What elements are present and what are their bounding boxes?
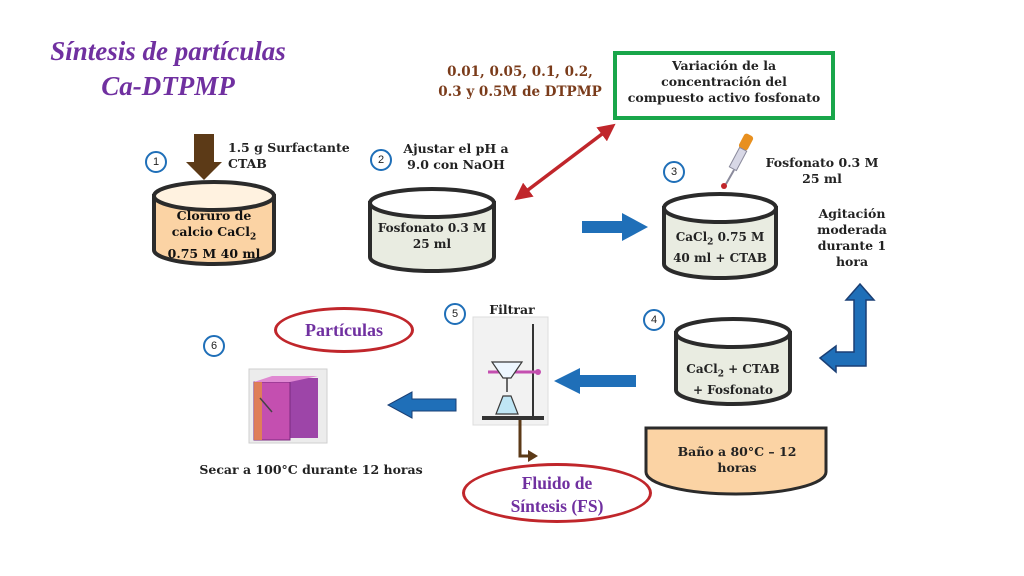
container-4-line-2: + Fosfonato bbox=[692, 383, 774, 398]
heating-bath bbox=[644, 426, 828, 496]
step-number-6: 6 bbox=[203, 335, 225, 357]
variation-double-arrow bbox=[514, 123, 616, 201]
variation-line-3: compuesto activo fosfonato bbox=[627, 90, 821, 105]
container-4 bbox=[674, 317, 792, 406]
container-1 bbox=[152, 180, 276, 266]
variation-line-1: Variación de la bbox=[671, 58, 777, 73]
dropper-label: Fosfonato 0.3 M 25 ml bbox=[752, 155, 892, 187]
container-3-label: CaCl2 0.75 M 40 ml + CTAB bbox=[664, 229, 776, 266]
arrow-to-oven bbox=[386, 391, 457, 419]
bath-line-2: horas bbox=[717, 460, 757, 475]
container-2 bbox=[368, 187, 496, 273]
variation-box bbox=[613, 51, 835, 120]
step-number-3: 3 bbox=[663, 161, 685, 183]
step-number-2: 2 bbox=[370, 149, 392, 171]
ph-note-line-1: Ajustar el pH a bbox=[403, 141, 509, 156]
page-title: Síntesis de partículas Ca-DTPMP bbox=[18, 34, 318, 104]
filtration-apparatus bbox=[472, 316, 549, 426]
particles-ellipse: Partículas bbox=[274, 307, 414, 353]
surfactant-arrow bbox=[186, 134, 222, 180]
concentration-line-1: 0.01, 0.05, 0.1, 0.2, bbox=[447, 64, 593, 80]
container-1-line-2: calcio CaCl2 bbox=[171, 224, 257, 243]
step-number-4: 4 bbox=[643, 309, 665, 331]
drying-label: Secar a 100°C durante 12 horas bbox=[199, 462, 423, 477]
stirring-line-3: durante 1 bbox=[817, 238, 887, 253]
step-number-1: 1 bbox=[145, 151, 167, 173]
container-1-line-3: 0.75 M 40 ml bbox=[167, 245, 261, 261]
bath-line-1: Baño a 80°C – 12 bbox=[677, 444, 797, 459]
surfactant-line-2: CTAB bbox=[228, 156, 267, 171]
container-3-line-1: CaCl2 0.75 M bbox=[675, 230, 765, 248]
container-2-label: Fosfonato 0.3 M 25 ml bbox=[370, 220, 494, 252]
surfactant-line-1: 1.5 g Surfactante bbox=[228, 140, 350, 155]
stirring-line-2: moderada bbox=[817, 222, 887, 237]
variation-text: Variación de la concentración del compue… bbox=[617, 58, 831, 106]
dropper-line-2: 25 ml bbox=[802, 171, 842, 186]
container-3 bbox=[662, 192, 778, 280]
title-line-1: Síntesis de partículas bbox=[50, 36, 286, 66]
oven-icon bbox=[248, 368, 328, 444]
stirring-line-4: hora bbox=[835, 254, 869, 269]
stirring-label: Agitación moderada durante 1 hora bbox=[800, 206, 904, 270]
bath-label: Baño a 80°C – 12 horas bbox=[662, 444, 812, 476]
concentration-line-2: 0.3 y 0.5M de DTPMP bbox=[438, 84, 602, 100]
ph-note-line-2: 9.0 con NaOH bbox=[407, 157, 505, 172]
variation-line-2: concentración del bbox=[661, 74, 787, 89]
concentration-values: 0.01, 0.05, 0.1, 0.2, 0.3 y 0.5M de DTPM… bbox=[420, 62, 620, 102]
ph-adjust-note: Ajustar el pH a 9.0 con NaOH bbox=[386, 141, 526, 173]
container-1-line-1: Cloruro de bbox=[176, 208, 252, 223]
synthesis-fluid-ellipse: Fluido de Síntesis (FS) bbox=[462, 463, 652, 523]
title-line-2: Ca-DTPMP bbox=[101, 71, 235, 101]
container-4-line-1: CaCl2 + CTAB bbox=[686, 362, 780, 380]
container-2-line-2: 25 ml bbox=[412, 237, 452, 251]
arrow-to-step-3 bbox=[582, 213, 648, 241]
arrow-to-filter bbox=[554, 368, 636, 394]
fluid-line-2: Síntesis (FS) bbox=[510, 496, 604, 516]
surfactant-label: 1.5 g Surfactante CTAB bbox=[228, 140, 350, 172]
container-4-label: CaCl2 + CTAB + Fosfonato bbox=[676, 361, 790, 398]
stirring-line-1: Agitación bbox=[818, 206, 886, 221]
fluid-line-1: Fluido de bbox=[521, 473, 593, 493]
fluid-arrow bbox=[518, 420, 530, 458]
container-3-line-2: 40 ml + CTAB bbox=[673, 251, 767, 266]
filter-label: Filtrar bbox=[489, 302, 535, 317]
stirring-elbow-arrow bbox=[818, 282, 876, 374]
dropper-line-1: Fosfonato 0.3 M bbox=[765, 155, 879, 170]
step-number-5: 5 bbox=[444, 303, 466, 325]
container-1-label: Cloruro de calcio CaCl2 0.75 M 40 ml bbox=[154, 208, 274, 262]
particles-label: Partículas bbox=[305, 320, 383, 340]
dropper-icon bbox=[721, 133, 754, 189]
container-2-line-1: Fosfonato 0.3 M bbox=[377, 221, 487, 235]
